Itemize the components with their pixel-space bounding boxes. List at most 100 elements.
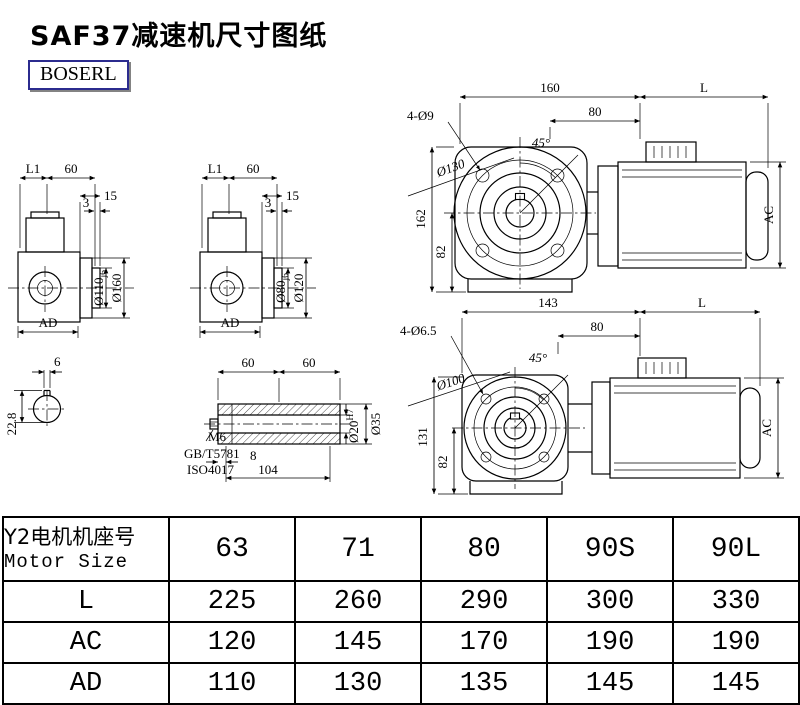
page-title: SAF37减速机尺寸图纸 <box>30 21 328 52</box>
table-cell: 190 <box>672 621 800 664</box>
bolt-hole <box>550 243 565 258</box>
shaft-section-dimensions: 6 22.8 <box>4 354 62 435</box>
dim-143-label: 143 <box>538 295 558 310</box>
motor-size-63: 63 <box>168 516 296 582</box>
dim-bore-label: Ø80j6 <box>273 273 291 303</box>
dimension-drawings: L1 60 15 3 Ø110j6 Ø160 AD <box>4 80 786 495</box>
motor-body <box>617 161 747 269</box>
motor-size-80: 80 <box>420 516 548 582</box>
dim-60-label: 60 <box>247 161 260 176</box>
motor-flange <box>597 165 619 267</box>
front-view-2: 143 L 80 4-Ø6.5 45° Ø100 131 82 AC <box>400 295 784 495</box>
dim-80-label: 80 <box>591 319 604 334</box>
table-cell: 290 <box>420 580 548 623</box>
bolt-hole <box>480 393 492 405</box>
dim-131-label: 131 <box>415 427 430 447</box>
thread-label: M6 <box>208 429 227 444</box>
side-view-1-dimensions: L1 60 15 3 Ø110j6 Ø160 AD <box>17 161 130 338</box>
table-cell: 260 <box>294 580 422 623</box>
dim-60a-label: 60 <box>242 355 255 370</box>
motor-flange <box>591 381 611 475</box>
row-label: AC <box>2 621 170 664</box>
dim-od-label: Ø35 <box>368 413 383 435</box>
dim-60-label: 60 <box>65 161 78 176</box>
standard-label-2: ISO4017 <box>187 462 234 477</box>
dim-flange-od-label: Ø160 <box>109 274 124 303</box>
row-label: AD <box>2 662 170 705</box>
bolt-hole <box>538 393 550 405</box>
shaft-section-view: 6 22.8 <box>4 354 66 435</box>
table-cell: 330 <box>672 580 800 623</box>
thread-stub <box>209 418 219 430</box>
terminal-box <box>645 141 697 163</box>
bolt-hole <box>550 168 565 183</box>
motor-size-label-cn: Y2电机机座号 <box>4 525 136 549</box>
table-cell: 145 <box>294 621 422 664</box>
motor <box>591 357 761 479</box>
bolt-hole <box>480 451 492 463</box>
dim-l1-label: L1 <box>26 161 40 176</box>
table-cell: 120 <box>168 621 296 664</box>
dim-8-label: 8 <box>250 448 257 463</box>
dim-ad-label: AD <box>221 315 240 330</box>
dim-104-label: 104 <box>258 462 278 477</box>
bolt-hole <box>538 451 550 463</box>
standard-label-1: GB/T5781 <box>184 446 240 461</box>
table-cell: 145 <box>672 662 800 705</box>
gearbox-foot <box>467 279 573 293</box>
dim-160-label: 160 <box>540 80 560 95</box>
side-view-1: L1 60 15 3 Ø110j6 Ø160 AD <box>8 161 134 338</box>
dim-bore-label: Ø110j6 <box>91 270 109 306</box>
terminal-box <box>637 357 687 379</box>
motor-size-90s: 90S <box>546 516 674 582</box>
dim-l-label: L <box>700 80 708 95</box>
dim-flange-od-label: Ø120 <box>291 274 306 303</box>
dim-angle-label: 45° <box>529 350 547 365</box>
dim-l1-label: L1 <box>208 161 222 176</box>
brand-logo: BOSERL <box>28 60 129 90</box>
dim-angle-label: 45° <box>532 135 550 150</box>
front-view-1: 160 L 80 4-Ø9 45° Ø130 162 82 AC <box>407 80 786 293</box>
motor-rear-cap <box>739 387 761 469</box>
dim-holes-label: 4-Ø6.5 <box>400 323 436 338</box>
dim-3-label: 3 <box>265 195 272 210</box>
dim-82-label: 82 <box>435 456 450 469</box>
dim-15-label: 15 <box>286 188 299 203</box>
gearbox-side-part <box>8 211 134 323</box>
dim-3-label: 3 <box>83 195 90 210</box>
motor-rear-cap <box>745 171 769 261</box>
dim-15-label: 15 <box>104 188 117 203</box>
dim-82-label: 82 <box>433 246 448 259</box>
table-row-AC: AC 120 145 170 190 190 <box>2 621 800 664</box>
table-cell: 110 <box>168 662 296 705</box>
bolt-hole <box>475 243 490 258</box>
side-view-2: L1 60 15 3 Ø80j6 Ø120 AD <box>189 161 317 338</box>
table-cell: 130 <box>294 662 422 705</box>
dim-ac-label: AC <box>761 206 776 224</box>
table-cell: 190 <box>546 621 674 664</box>
table-row-AD: AD 110 130 135 145 145 <box>2 662 800 705</box>
dim-ad-label: AD <box>39 315 58 330</box>
motor-size-header-cell: Y2电机机座号 Motor Size <box>2 516 170 582</box>
dim-key-depth-label: 22.8 <box>4 413 19 436</box>
side-view-2-dimensions: L1 60 15 3 Ø80j6 Ø120 AD <box>199 161 312 338</box>
dim-key-width-label: 6 <box>54 354 61 369</box>
table-cell: 170 <box>420 621 548 664</box>
table-header-row: Y2电机机座号 Motor Size 63 71 80 90S 90L <box>2 516 800 582</box>
motor-size-table: Y2电机机座号 Motor Size 63 71 80 90S 90L L 22… <box>2 516 800 705</box>
dim-162-label: 162 <box>413 209 428 229</box>
shaft-detail-dimensions: 60 60 M6 GB/T5781 ISO4017 8 104 Ø20H7 Ø3… <box>184 355 383 482</box>
side-view-2-part <box>189 211 317 323</box>
row-label: L <box>2 580 170 623</box>
dim-ac-label: AC <box>759 419 774 437</box>
table-cell: 300 <box>546 580 674 623</box>
shaft-detail-view: 60 60 M6 GB/T5781 ISO4017 8 104 Ø20H7 Ø3… <box>184 355 383 482</box>
dim-holes-label: 4-Ø9 <box>407 108 434 123</box>
table-row-L: L 225 260 290 300 330 <box>2 580 800 623</box>
dim-l-label: L <box>698 295 706 310</box>
motor-size-71: 71 <box>294 516 422 582</box>
gearbox-foot <box>469 481 563 495</box>
motor-size-90l: 90L <box>672 516 800 582</box>
motor-size-label-en: Motor Size <box>4 551 129 573</box>
dim-80-label: 80 <box>589 104 602 119</box>
